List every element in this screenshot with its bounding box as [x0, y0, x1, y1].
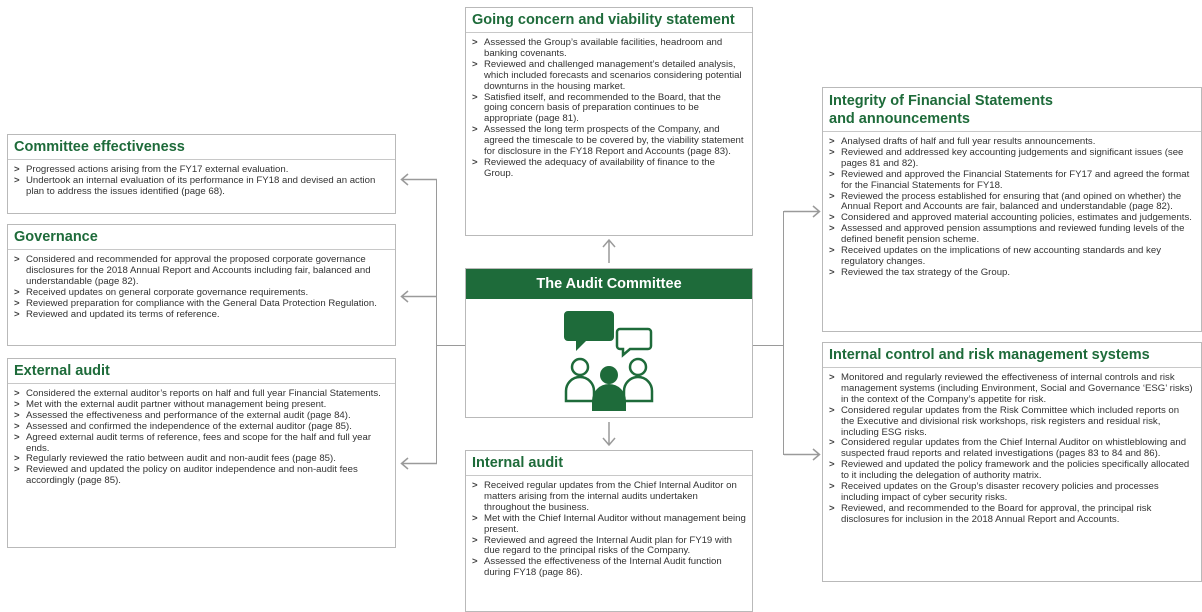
integrity-box: Integrity of Financial Statements and an… — [822, 87, 1202, 332]
left-connector-stub — [436, 345, 465, 346]
list-item: Considered regular updates from the Risk… — [829, 405, 1195, 439]
list-item: Assessed the effectiveness of the Intern… — [472, 556, 746, 579]
integrity-title-line2: and announcements — [829, 111, 970, 127]
list-item: Reviewed, and recommended to the Board f… — [829, 503, 1195, 526]
list-item: Considered and recommended for approval … — [14, 254, 389, 288]
arrow-up-icon — [602, 238, 616, 263]
list-item: Reviewed and challenged management’s det… — [472, 59, 746, 93]
governance-box: Governance Considered and recommended fo… — [7, 224, 396, 346]
list-item: Met with the external audit partner with… — [14, 399, 389, 411]
list-item: Assessed the effectiveness and performan… — [14, 410, 389, 422]
list-item: Assessed and approved pension assumption… — [829, 223, 1195, 246]
audit-committee-box: The Audit Committee — [465, 268, 753, 418]
going-concern-title: Going concern and viability statement — [466, 8, 752, 33]
governance-title: Governance — [8, 225, 395, 250]
arrow-down-icon — [602, 422, 616, 447]
list-item: Reviewed and addressed key accounting ju… — [829, 147, 1195, 170]
integrity-title: Integrity of Financial Statements and an… — [823, 88, 1201, 132]
integrity-title-line1: Integrity of Financial Statements — [829, 93, 1053, 109]
going-concern-list: Assessed the Group’s available facilitie… — [466, 33, 752, 184]
right-connector-line — [783, 211, 784, 455]
list-item: Reviewed and updated its terms of refere… — [14, 309, 389, 321]
committee-effectiveness-list: Progressed actions arising from the FY17… — [8, 160, 395, 202]
list-item: Reviewed the adequacy of availability of… — [472, 157, 746, 180]
list-item: Assessed and confirmed the independence … — [14, 421, 389, 433]
integrity-list: Analysed drafts of half and full year re… — [823, 132, 1201, 283]
list-item: Undertook an internal evaluation of its … — [14, 175, 389, 198]
internal-control-box: Internal control and risk management sys… — [822, 342, 1202, 582]
list-item: Reviewed the tax strategy of the Group. — [829, 267, 1195, 279]
list-item: Satisfied itself, and recommended to the… — [472, 92, 746, 126]
list-item: Received regular updates from the Chief … — [472, 480, 746, 514]
list-item: Regularly reviewed the ratio between aud… — [14, 454, 389, 466]
list-item: Progressed actions arising from the FY17… — [14, 164, 389, 176]
list-item: Received updates on the implications of … — [829, 245, 1195, 268]
list-item: Assessed the Group’s available facilitie… — [472, 37, 746, 60]
internal-audit-list: Received regular updates from the Chief … — [466, 476, 752, 583]
list-item: Reviewed preparation for compliance with… — [14, 298, 389, 310]
left-connector-line — [436, 179, 437, 463]
list-item: Considered regular updates from the Chie… — [829, 438, 1195, 460]
internal-audit-title: Internal audit — [466, 451, 752, 476]
arrow-left-icon — [400, 173, 437, 186]
external-audit-title: External audit — [8, 359, 395, 384]
list-item: Reviewed and updated the policy framewor… — [829, 459, 1195, 482]
list-item: Reviewed and agreed the Internal Audit p… — [472, 535, 746, 558]
list-item: Reviewed the process established for ens… — [829, 191, 1195, 214]
list-item: Considered the external auditor’s report… — [14, 388, 389, 400]
arrow-right-icon — [784, 448, 821, 461]
external-audit-box: External audit Considered the external a… — [7, 358, 396, 548]
external-audit-list: Considered the external auditor’s report… — [8, 384, 395, 491]
list-item: Reviewed and updated the policy on audit… — [14, 464, 389, 487]
internal-control-title: Internal control and risk management sys… — [823, 343, 1201, 368]
audit-committee-title: The Audit Committee — [466, 269, 752, 299]
list-item: Received updates on general corporate go… — [14, 287, 389, 299]
committee-effectiveness-title: Committee effectiveness — [8, 135, 395, 160]
going-concern-box: Going concern and viability statement As… — [465, 7, 753, 236]
list-item: Agreed external audit terms of reference… — [14, 432, 389, 455]
internal-audit-box: Internal audit Received regular updates … — [465, 450, 753, 612]
list-item: Met with the Chief Internal Auditor with… — [472, 513, 746, 536]
list-item: Considered and approved material account… — [829, 212, 1195, 224]
governance-list: Considered and recommended for approval … — [8, 250, 395, 324]
meeting-people-icon — [564, 311, 654, 411]
list-item: Assessed the long term prospects of the … — [472, 124, 746, 158]
committee-effectiveness-box: Committee effectiveness Progressed actio… — [7, 134, 396, 214]
arrow-left-icon — [400, 457, 437, 470]
arrow-left-icon — [400, 290, 437, 303]
list-item: Reviewed and approved the Financial Stat… — [829, 169, 1195, 192]
list-item: Received updates on the Group’s disaster… — [829, 481, 1195, 504]
right-connector-stub — [753, 345, 784, 346]
list-item: Monitored and regularly reviewed the eff… — [829, 372, 1195, 406]
list-item: Analysed drafts of half and full year re… — [829, 136, 1195, 148]
internal-control-list: Monitored and regularly reviewed the eff… — [823, 368, 1201, 530]
arrow-right-icon — [784, 205, 821, 218]
